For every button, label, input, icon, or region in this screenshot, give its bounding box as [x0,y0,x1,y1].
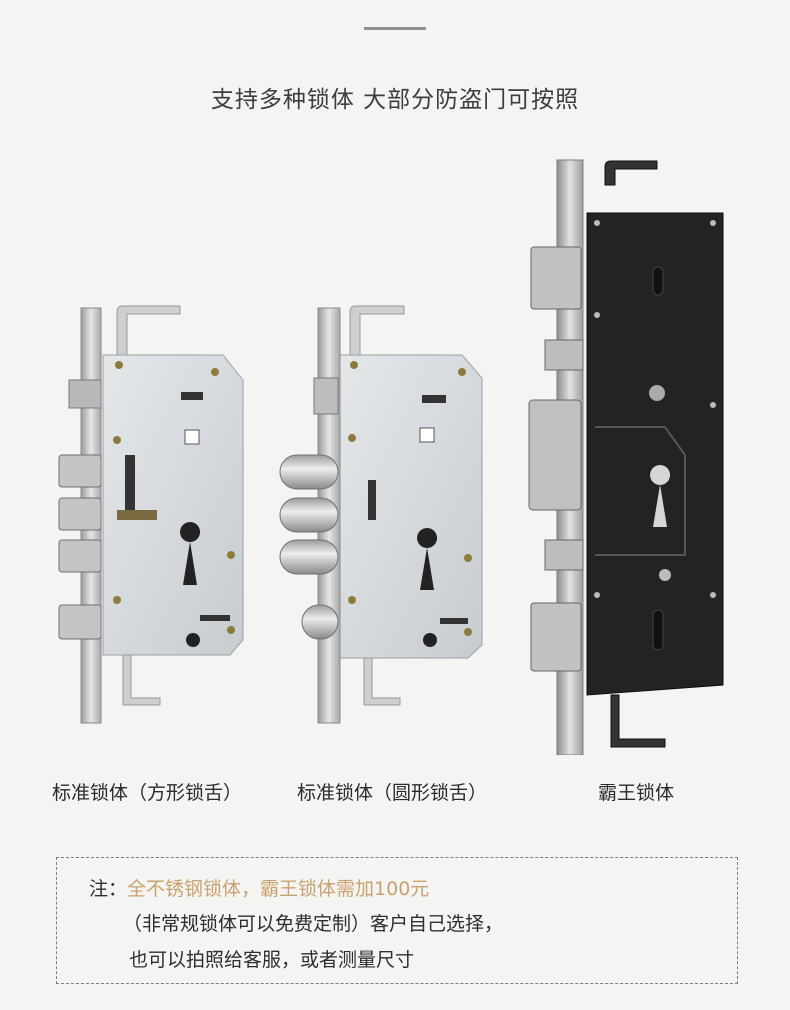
lock-body-square-bolt-image [58,305,244,724]
note-highlight: 全不锈钢锁体，霸王锁体需加100元 [127,878,430,900]
top-divider-bar [364,27,426,30]
note-prefix: 注： [89,878,128,900]
lock-body-round-bolt-image [279,305,483,724]
note-line-3: 也可以拍照给客服，或者测量尺寸 [129,949,415,971]
note-line-2: （非常规锁体可以免费定制）客户自己选择， [123,913,504,935]
caption-square-bolt: 标准锁体（方形锁舌） [52,782,243,804]
headline: 支持多种锁体 大部分防盗门可按照 [210,87,580,113]
note-line-1: 注：全不锈钢锁体，霸王锁体需加100元 [89,874,429,901]
caption-round-bolt: 标准锁体（圆形锁舌） [297,782,488,804]
lock-body-heavy-duty-image [528,159,724,755]
caption-heavy-duty: 霸王锁体 [598,782,675,804]
note-box: 注：全不锈钢锁体，霸王锁体需加100元 （非常规锁体可以免费定制）客户自己选择，… [56,857,738,984]
